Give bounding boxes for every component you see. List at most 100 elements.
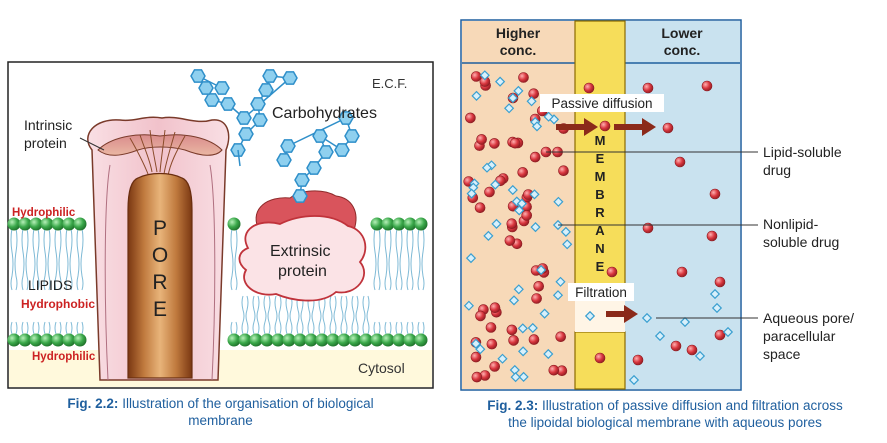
lipid-heads-bottom	[7, 333, 428, 347]
nonlipid-soluble-drug	[465, 253, 477, 264]
sugar-hexagon	[334, 143, 350, 157]
filtration-arrow	[606, 305, 638, 323]
sugar-hexagon	[312, 129, 328, 143]
nonlipid-soluble-drug	[516, 198, 527, 209]
nonlipid-soluble-drug	[654, 330, 666, 342]
lipid-soluble-drug	[662, 122, 674, 134]
membrane-letter: N	[595, 241, 604, 256]
lipid-soluble-drug	[670, 340, 682, 352]
nonlipid-soluble-drug	[497, 353, 508, 364]
lipid-tail	[241, 321, 249, 335]
lipid-tail	[384, 227, 388, 291]
lipid-head	[18, 333, 32, 347]
lipid-soluble-drug	[471, 371, 483, 383]
lipid-tail	[307, 321, 315, 335]
lipid-soluble-line2: drug	[763, 162, 791, 178]
lipid-tail	[43, 227, 47, 291]
lipid-head	[293, 333, 307, 347]
lipid-tail	[69, 227, 73, 291]
fig22-caption-text2: membrane	[188, 413, 253, 428]
lipid-head	[282, 333, 296, 347]
nonlipid-soluble-drug	[491, 218, 502, 229]
membrane-letters: M E M B R A N E	[595, 133, 606, 274]
lipid-tail	[329, 295, 333, 323]
lipid-tail	[10, 321, 18, 335]
higher-conc-line2: conc.	[500, 42, 537, 58]
intrinsic-protein	[87, 116, 230, 381]
filtration-label: Filtration	[575, 285, 627, 300]
fig22-caption-text1: Illustration of the organisation of biol…	[122, 396, 374, 411]
lower-conc-region	[625, 21, 740, 389]
sugar-hexagon	[262, 69, 278, 83]
lipid-soluble-drug	[476, 134, 487, 145]
membrane-letter: A	[595, 223, 605, 238]
membrane-letter: E	[596, 151, 605, 166]
lipid-soluble-drug	[555, 331, 567, 343]
lipid-head	[40, 333, 54, 347]
nonlipid-soluble-drug	[543, 111, 554, 122]
lipid-soluble-drug	[506, 324, 518, 336]
lipid-tail	[322, 295, 326, 323]
nonlipid-soluble-drug	[560, 226, 571, 237]
nonlipid-soluble-line2: soluble drug	[763, 234, 839, 250]
lipid-tail	[333, 295, 337, 323]
carbohydrates-label: Carbohydrates	[272, 105, 377, 122]
fig-2-2: P O R E E.C.F. Carbohydrates Intrinsic p…	[7, 61, 434, 389]
lipid-head	[381, 217, 395, 231]
lower-conc-line2: conc.	[664, 42, 701, 58]
lipid-tail	[417, 227, 421, 291]
lipid-tail	[406, 227, 410, 291]
lipid-head	[359, 333, 373, 347]
pore-letter-o: O	[152, 244, 168, 267]
nonlipid-soluble-drug	[539, 308, 550, 319]
higher-conc-line1: Higher	[496, 25, 541, 41]
lipid-soluble-line1: Lipid-soluble	[763, 144, 842, 160]
nonlipid-soluble-drug	[513, 85, 524, 96]
lipid-tail	[318, 321, 326, 335]
lipid-tail	[340, 321, 348, 335]
nonlipid-soluble-drug	[463, 300, 474, 311]
lipid-soluble-drug	[709, 188, 721, 200]
lipid-tail	[410, 227, 414, 291]
nonlipid-soluble-drug	[507, 92, 518, 104]
lipid-soluble-drug	[594, 352, 606, 364]
lipid-tail	[417, 321, 425, 335]
lipid-tail	[230, 227, 234, 291]
lipid-soluble-drug	[583, 82, 595, 94]
lipid-head	[348, 333, 362, 347]
nonlipid-soluble-drug	[509, 364, 520, 376]
hydrophilic-bottom-label: Hydrophilic	[32, 351, 96, 363]
lipid-head	[227, 333, 241, 347]
lipid-heads-top	[7, 217, 428, 231]
nonlipid-soluble-drug	[526, 96, 537, 107]
lipid-soluble-drug	[558, 165, 569, 176]
lipid-tail	[285, 295, 289, 323]
cytosol-region	[9, 350, 432, 387]
passive-diffusion-backing	[540, 94, 664, 112]
lipid-soluble-drug	[509, 137, 521, 149]
sugar-hexagon	[198, 81, 214, 95]
nonlipid-soluble-drug	[504, 103, 515, 114]
intrinsic-pointer	[79, 137, 105, 151]
passive-diffusion-arrows	[556, 118, 656, 136]
nonlipid-soluble-drug	[722, 326, 734, 338]
nonlipid-soluble-drug	[552, 290, 564, 301]
nonlipid-soluble-drug	[694, 350, 706, 362]
lipid-head	[62, 217, 76, 231]
lipid-head	[227, 217, 241, 231]
lipid-soluble-drug	[518, 72, 529, 83]
lipid-tail	[421, 227, 425, 291]
lipid-tail	[256, 295, 260, 323]
lipid-soluble-drug	[470, 351, 482, 363]
lipid-soluble-drug	[676, 266, 688, 278]
lipid-soluble-drug	[521, 210, 533, 221]
membrane-letter: E	[596, 259, 605, 274]
nonlipid-soluble-drug	[514, 205, 525, 216]
lipid-tail	[355, 295, 359, 323]
sugar-hexagon	[236, 111, 252, 125]
lipid-tail	[340, 295, 344, 323]
membrane-letter: R	[595, 205, 605, 220]
nonlipid-soluble-drug	[531, 121, 543, 132]
lipid-tail	[47, 227, 51, 291]
